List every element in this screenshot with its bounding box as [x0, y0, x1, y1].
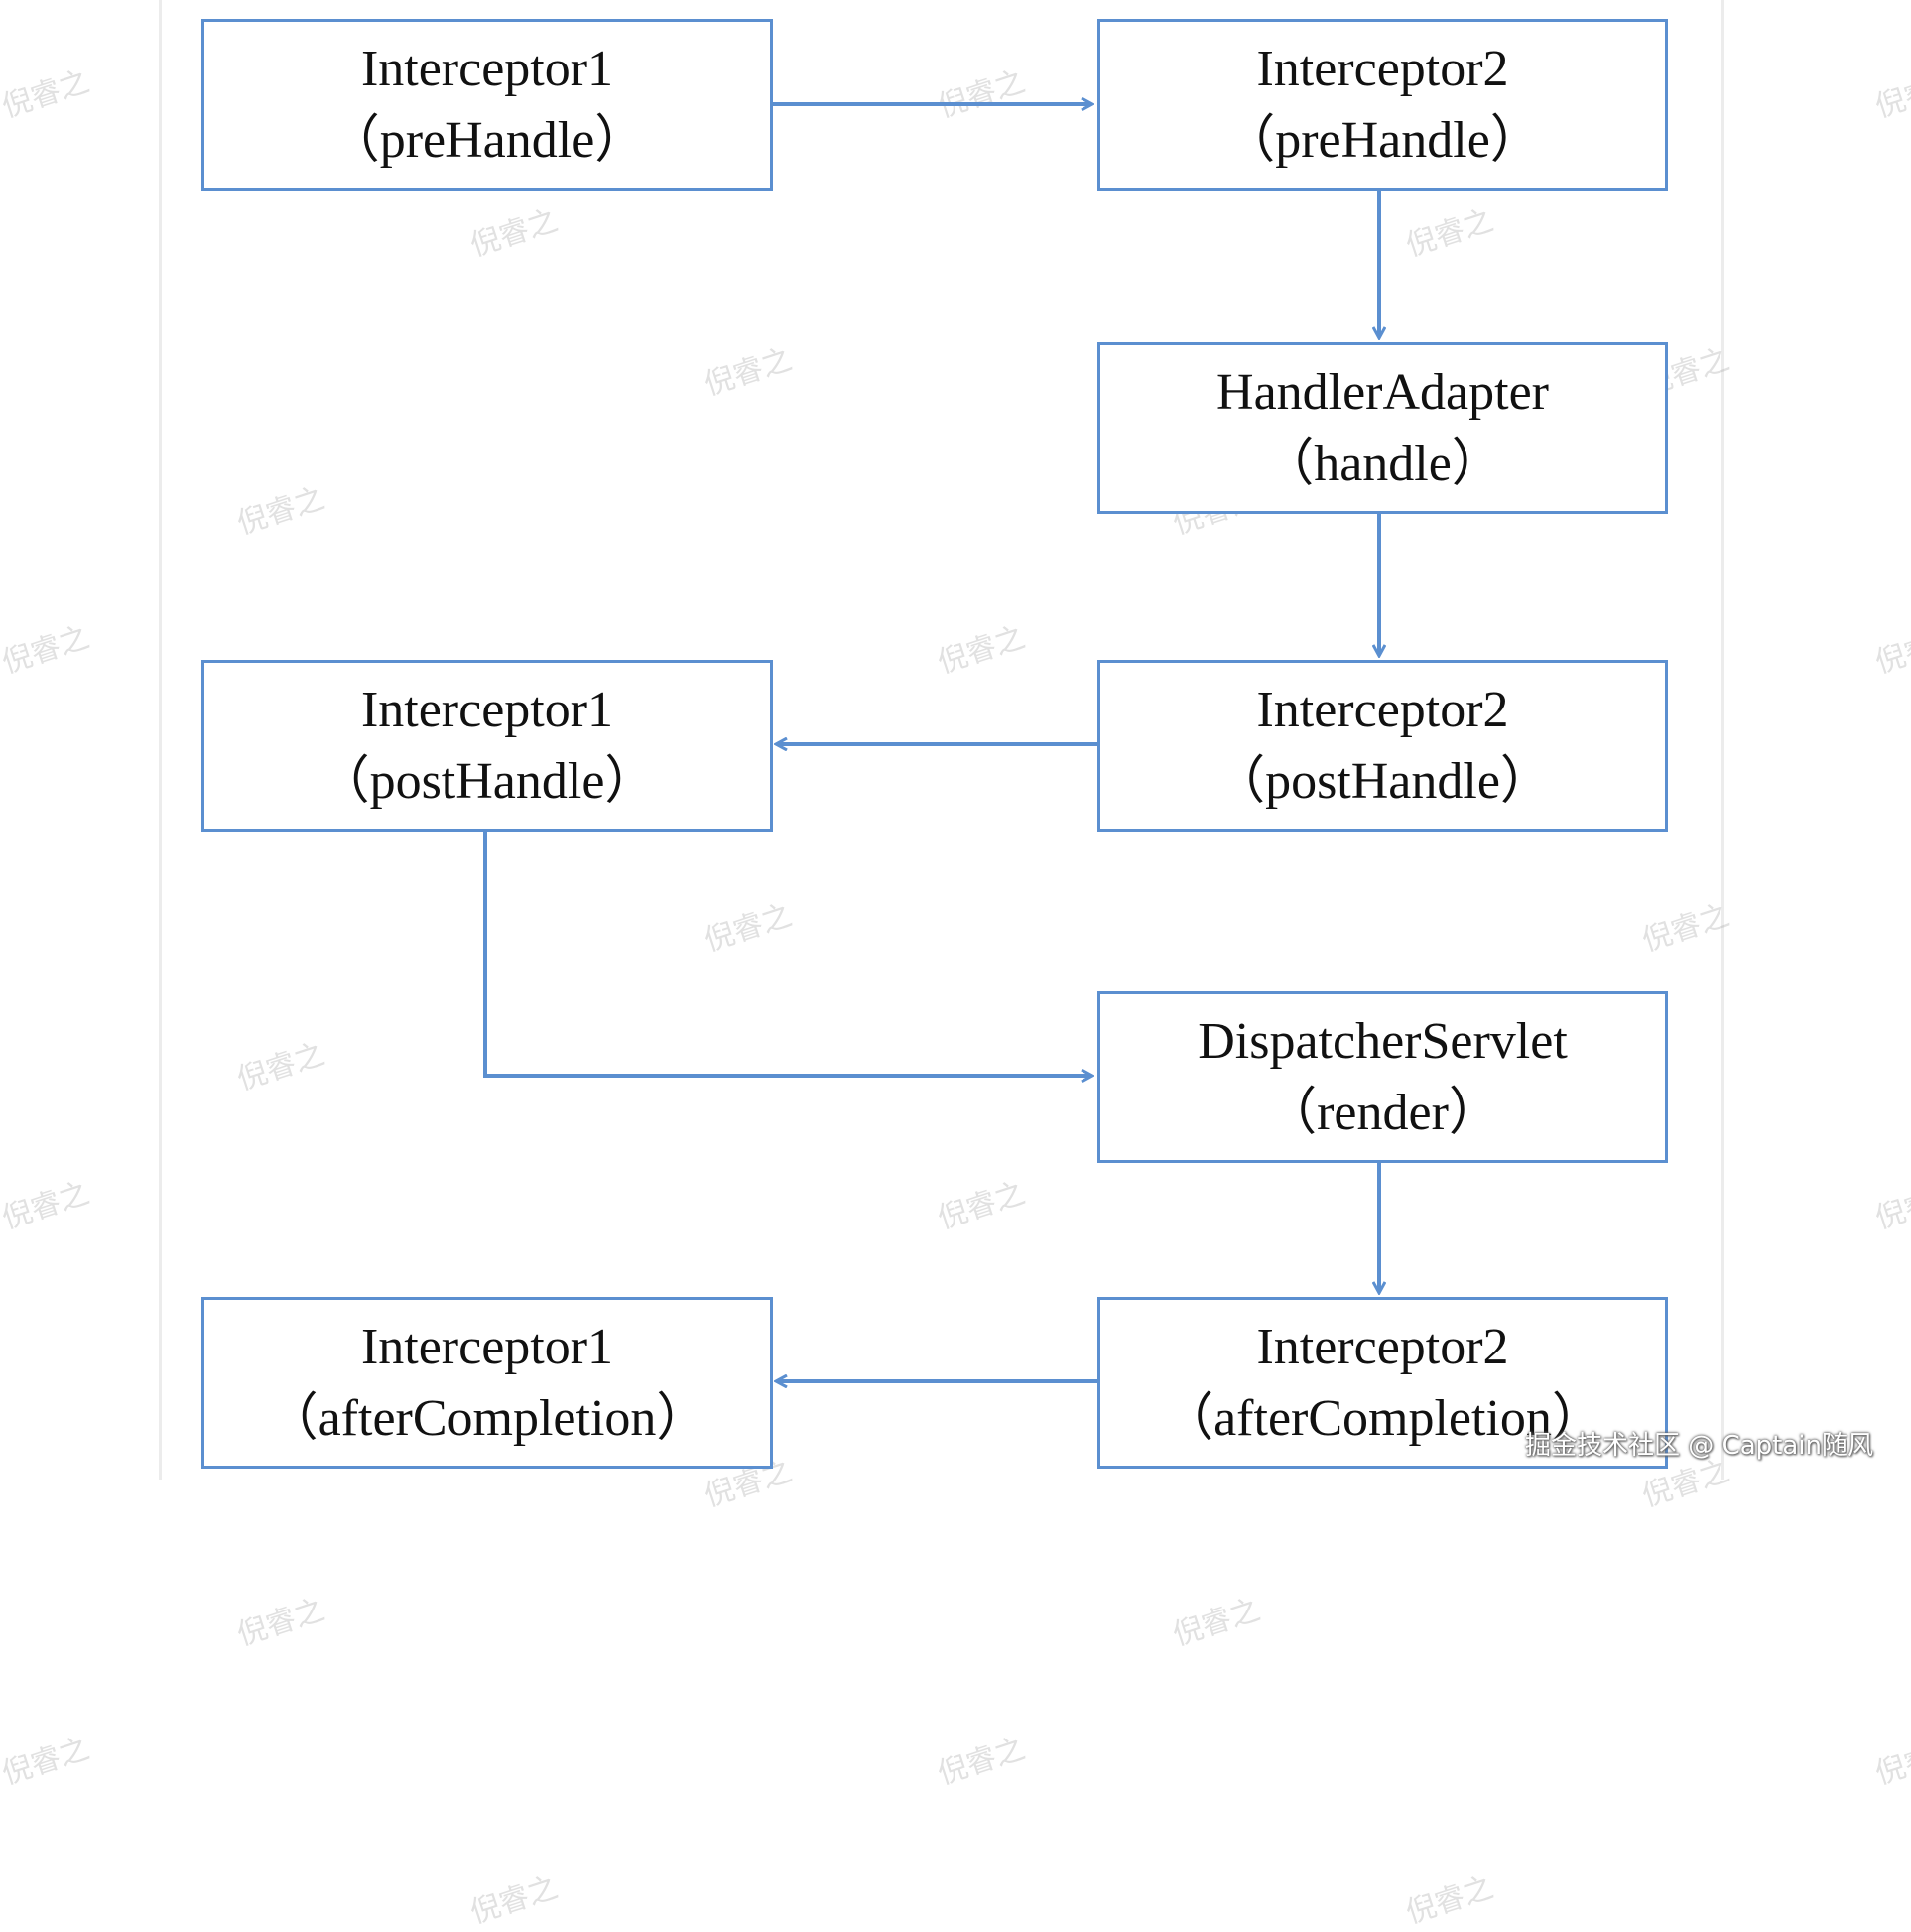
- node-handleradapter-handle: HandlerAdapter （handle）: [1097, 342, 1668, 514]
- node-interceptor2-posthandle: Interceptor2 （postHandle）: [1097, 660, 1668, 832]
- node-interceptor1-prehandle: Interceptor1 （preHandle）: [201, 19, 773, 191]
- node-interceptor1-aftercompletion: Interceptor1 （afterCompletion）: [201, 1297, 773, 1469]
- node-interceptor2-aftercompletion: Interceptor2 （afterCompletion）: [1097, 1297, 1668, 1469]
- node-title: Interceptor1: [360, 1318, 614, 1375]
- node-method: （postHandle）: [318, 752, 657, 810]
- node-title: Interceptor2: [1256, 40, 1509, 97]
- node-title: Interceptor2: [1256, 1318, 1509, 1375]
- watermark-text: 倪睿之: [933, 1731, 1030, 1792]
- node-method: （postHandle）: [1213, 752, 1552, 810]
- credit-caption: 掘金技术社区 @ Captain随风: [1525, 1431, 1873, 1461]
- watermark-text: 倪睿之: [465, 1869, 563, 1931]
- arrow-i1post-to-render: [483, 832, 1091, 1076]
- node-interceptor1-posthandle: Interceptor1 （postHandle）: [201, 660, 773, 832]
- node-title: Interceptor2: [1256, 681, 1509, 738]
- node-title: Interceptor1: [360, 681, 614, 738]
- node-method: （handle）: [1262, 435, 1503, 492]
- node-method: （afterCompletion）: [1162, 1389, 1603, 1447]
- node-method: （afterCompletion）: [266, 1389, 708, 1447]
- node-dispatcherservlet-render: DispatcherServlet （render）: [1097, 991, 1668, 1163]
- watermark-text: 倪睿之: [232, 1592, 329, 1653]
- node-method: （render）: [1265, 1084, 1500, 1141]
- node-method: （preHandle）: [327, 111, 647, 169]
- node-interceptor2-prehandle: Interceptor2 （preHandle）: [1097, 19, 1668, 191]
- watermark-text: 倪睿之: [1401, 1869, 1498, 1931]
- page-border: [159, 0, 1724, 1480]
- node-method: （preHandle）: [1223, 111, 1542, 169]
- node-title: Interceptor1: [360, 40, 614, 97]
- node-title: DispatcherServlet: [1198, 1012, 1568, 1070]
- watermark-text: 倪睿之: [1870, 1731, 1911, 1792]
- flow-arrows: [483, 0, 1911, 1480]
- watermark-text: 倪睿之: [1168, 1592, 1265, 1653]
- node-title: HandlerAdapter: [1216, 363, 1549, 421]
- watermark-text: 倪睿之: [0, 1731, 94, 1792]
